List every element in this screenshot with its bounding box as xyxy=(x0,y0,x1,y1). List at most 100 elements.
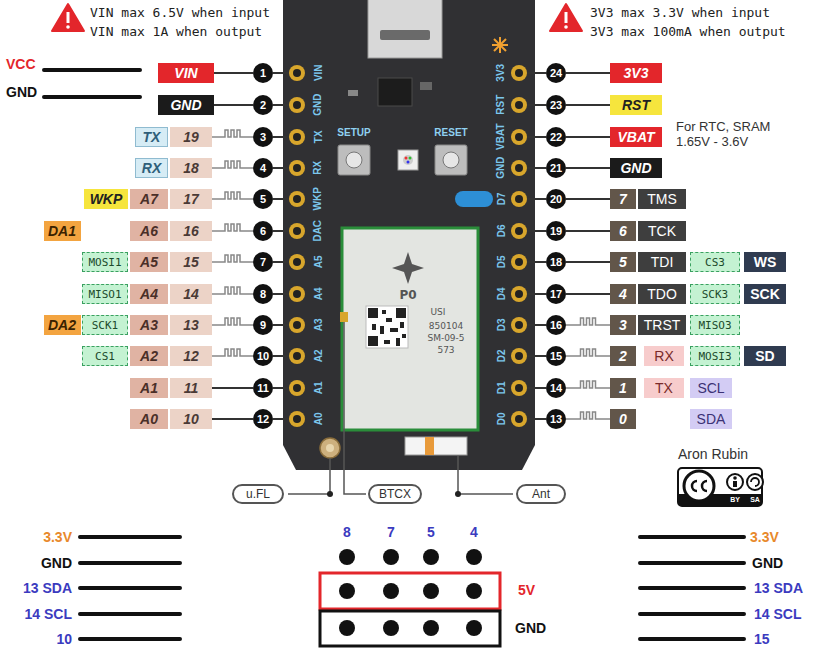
by-icon xyxy=(727,474,743,490)
chip-marking: USI xyxy=(431,307,446,317)
header-pin-label: 5V xyxy=(518,582,535,598)
board-pin-name: VIN xyxy=(312,65,324,82)
pin-label-text: CS1 xyxy=(95,351,115,362)
dac-pin-tag: DA2 xyxy=(44,315,81,335)
header-pin-label: 15 xyxy=(754,631,770,647)
pin-label-text: TX xyxy=(143,130,161,144)
supply-label: GND xyxy=(6,84,37,100)
leader-line xyxy=(458,456,513,494)
pin-label-text: 7 xyxy=(619,192,627,206)
pwm-wire xyxy=(566,318,610,325)
chip-marking: 573 xyxy=(437,345,454,355)
qr-code xyxy=(366,306,408,348)
board-pin-name: D1 xyxy=(495,382,507,395)
spi-pin-tag: SCK3 xyxy=(690,284,740,304)
regulator-chip xyxy=(378,78,412,106)
pin-label-text: SCK xyxy=(750,287,780,301)
callout-number: 9 xyxy=(253,315,273,335)
pin-label-text: 14 xyxy=(183,287,199,301)
spi-pin-tag: MISO3 xyxy=(690,315,740,335)
pin-label-text: TRST xyxy=(644,318,681,332)
pin-label-text: 8 xyxy=(260,289,266,300)
callout-number: 24 xyxy=(546,63,566,83)
pin-label-text: SCK1 xyxy=(92,320,119,331)
pin-label-text: VIN xyxy=(174,66,197,80)
pin-label-text: DA2 xyxy=(48,318,76,332)
pin-label-text: 10 xyxy=(257,351,269,362)
ground-pin-tag: GND xyxy=(158,95,214,115)
ground-pin-tag: GND xyxy=(610,158,662,178)
header-wire xyxy=(80,537,180,639)
pin-label-text: A5 xyxy=(140,255,158,269)
pwm-wire xyxy=(212,130,253,137)
i2c-pin-tag: SCL xyxy=(690,378,732,398)
control-pin-tag: WKP xyxy=(84,189,128,209)
pin-label-text: 3 xyxy=(619,318,627,332)
pin-label-text: 15 xyxy=(550,351,562,362)
pin-wire xyxy=(212,387,253,389)
analog-pin-tag: A6 xyxy=(130,221,168,241)
i2s-pin-tag: SD xyxy=(744,346,786,366)
pin-label-text: A4 xyxy=(140,287,158,301)
pin-label-text: TX xyxy=(655,381,673,395)
p0-module xyxy=(342,228,478,430)
digital-pin-tag: 7 xyxy=(610,189,636,209)
board-pin-name: A4 xyxy=(312,288,324,301)
callout-number: 14 xyxy=(546,378,566,398)
i2s-pin-tag: WS xyxy=(744,252,786,272)
pin-label-text: 14 xyxy=(550,383,562,394)
pin-label-text: VBAT xyxy=(617,130,654,144)
pin-label-text: SCK3 xyxy=(702,289,729,300)
callout-number: 16 xyxy=(546,315,566,335)
header-pin-label: 13 SDA xyxy=(754,580,803,596)
pin-label-text: 16 xyxy=(550,320,562,331)
board-pin-name: D7 xyxy=(495,193,507,206)
analog-pin-tag: A5 xyxy=(130,252,168,272)
leader-line xyxy=(344,322,366,494)
pin-label-text: 11 xyxy=(257,383,269,394)
pin-wire xyxy=(212,418,253,420)
pin-label-text: 4 xyxy=(619,287,627,301)
by-icon-head xyxy=(733,476,737,480)
pin-number-tag: 16 xyxy=(170,221,212,241)
pin-label-text: Ant xyxy=(532,488,550,500)
pin-label-text: A3 xyxy=(140,318,158,332)
board-pin-name: A1 xyxy=(312,382,324,395)
callout-number: 6 xyxy=(253,221,273,241)
pin-label-text: 18 xyxy=(550,257,562,268)
board-pin-name: WKP xyxy=(312,187,324,210)
spi-pin-tag: MOSI1 xyxy=(82,252,128,272)
header-wire xyxy=(640,537,744,639)
smd-part xyxy=(348,90,358,96)
pin-label-text: 12 xyxy=(183,349,199,363)
pin-label-text: 6 xyxy=(619,224,627,238)
ufl-center xyxy=(326,444,334,452)
header-pin-label: 4 xyxy=(470,524,478,540)
callout-number: 17 xyxy=(546,284,566,304)
analog-pin-tag: A3 xyxy=(130,315,168,335)
uart-pin-tag: RX xyxy=(644,346,684,366)
digital-pin-tag: 1 xyxy=(610,378,636,398)
jtag-pin-tag: TMS xyxy=(638,189,686,209)
pin-wire xyxy=(566,198,610,200)
rgb-led xyxy=(398,150,418,170)
logo-star xyxy=(492,37,508,53)
warning-note: VIN max 1A when output xyxy=(90,25,262,40)
pin-label-text: RST xyxy=(622,98,650,112)
callout-number: 5 xyxy=(253,189,273,209)
pin-label-text: 18 xyxy=(183,161,199,175)
pin-wire xyxy=(566,72,610,74)
led-die xyxy=(407,161,410,164)
pin-label-text: A2 xyxy=(140,349,158,363)
pin-label-text: 1 xyxy=(619,381,627,395)
chip-marking: 850104 xyxy=(429,321,463,331)
author-credit: Aron Rubin xyxy=(678,446,748,462)
cc-mark xyxy=(692,481,707,491)
digital-pin-tag: 5 xyxy=(610,252,636,272)
module-logo xyxy=(392,252,424,284)
board-pin-name: D4 xyxy=(495,288,507,301)
uart-pin-tag: TX xyxy=(644,378,684,398)
usb-connector xyxy=(368,0,442,58)
pin-label-text: 6 xyxy=(260,226,266,237)
